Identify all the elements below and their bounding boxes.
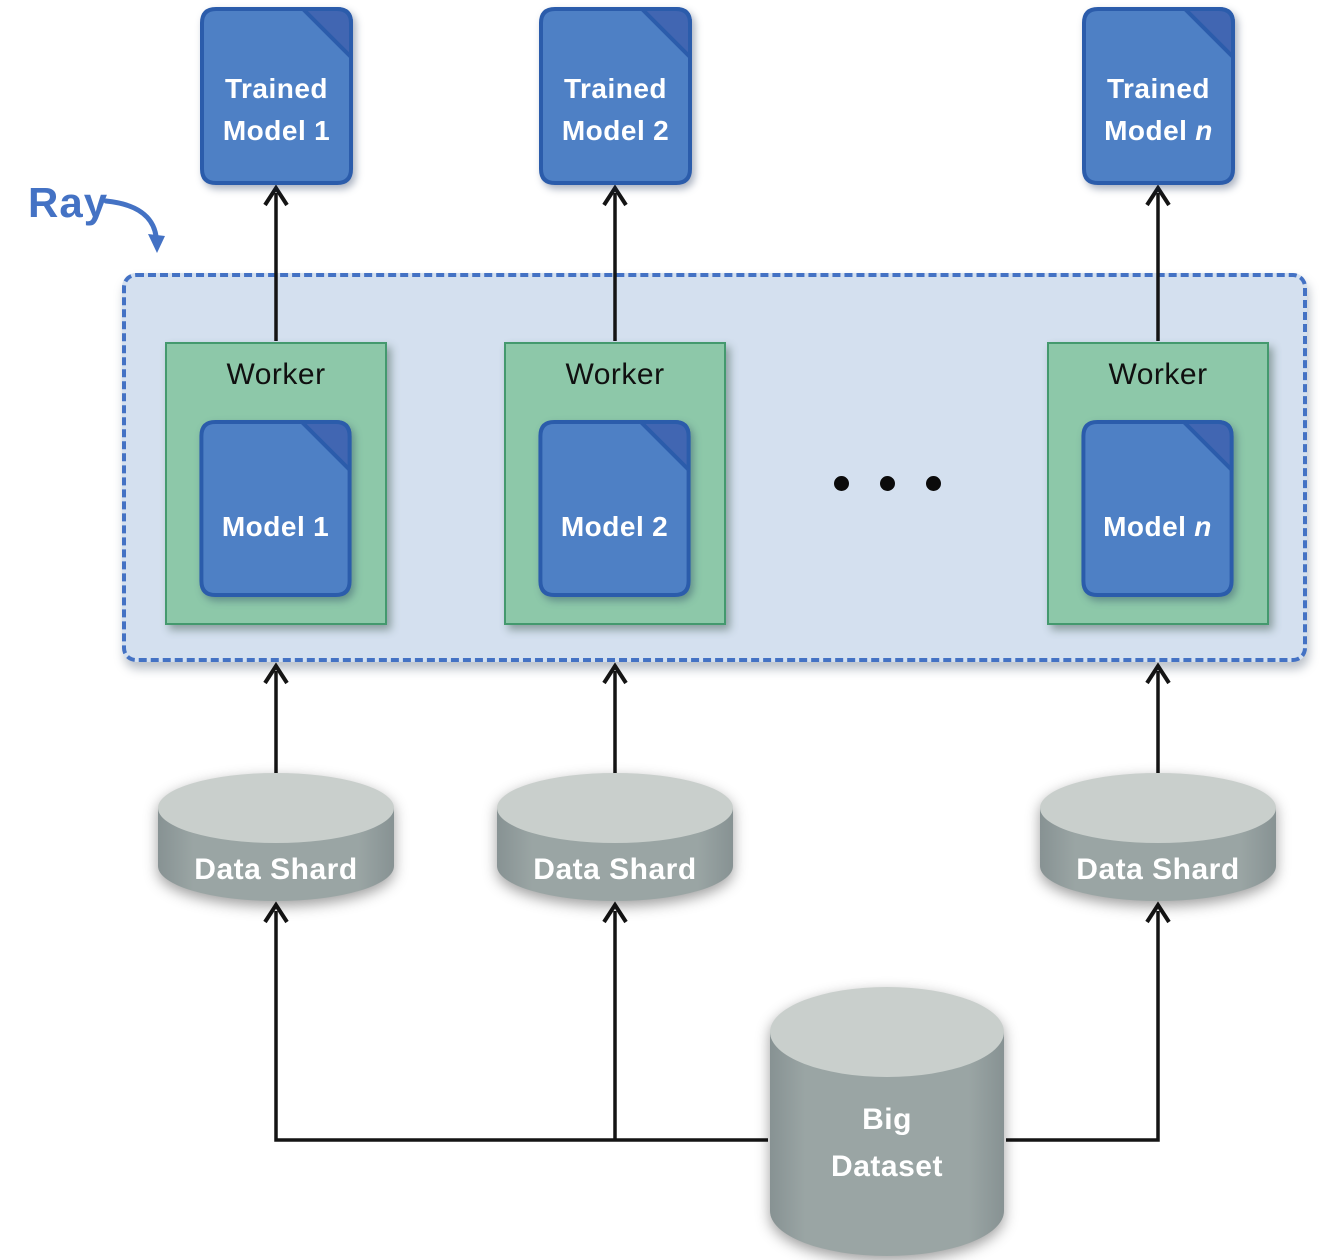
dot-icon: [880, 476, 895, 491]
data-shard-label: Data Shard: [533, 853, 697, 886]
database-cylinder-icon: [497, 773, 733, 901]
worker-label: Worker: [565, 358, 665, 391]
document-icon: [539, 7, 692, 185]
ray-pointer-arrow-icon: [103, 198, 165, 253]
arrow-worker-to-trained-2: [602, 184, 628, 341]
database-cylinder-icon: [770, 987, 1004, 1256]
dot-icon: [834, 476, 849, 491]
connector-dataset-to-shards: [263, 901, 1171, 1142]
database-cylinder-icon: [1040, 773, 1276, 901]
data-shard-1: Data Shard: [156, 773, 396, 903]
arrow-worker-to-trained-1: [263, 184, 289, 341]
data-shard-label: Data Shard: [194, 853, 358, 886]
document-icon: [1082, 7, 1235, 185]
document-icon: [199, 420, 352, 597]
dot-icon: [926, 476, 941, 491]
document-icon: [1081, 420, 1234, 597]
arrow-worker-to-trained-3: [1145, 184, 1171, 341]
big-dataset-label: Big Dataset: [831, 1103, 943, 1183]
worker-label: Worker: [226, 358, 326, 391]
document-icon: [200, 7, 353, 185]
ray-label: Ray: [28, 179, 109, 226]
workers-ellipsis-icon: [834, 476, 941, 491]
arrow-shard-to-worker-2: [602, 662, 628, 774]
database-cylinder-icon: [158, 773, 394, 901]
big-dataset-cylinder: Big Dataset: [768, 986, 1006, 1258]
arrow-shard-to-worker-1: [263, 662, 289, 774]
data-shard-label: Data Shard: [1076, 853, 1240, 886]
data-shard-n: Data Shard: [1038, 773, 1278, 903]
document-icon: [538, 420, 691, 597]
data-shard-2: Data Shard: [495, 773, 735, 903]
worker-label: Worker: [1108, 358, 1208, 391]
arrow-shard-to-worker-3: [1145, 662, 1171, 774]
